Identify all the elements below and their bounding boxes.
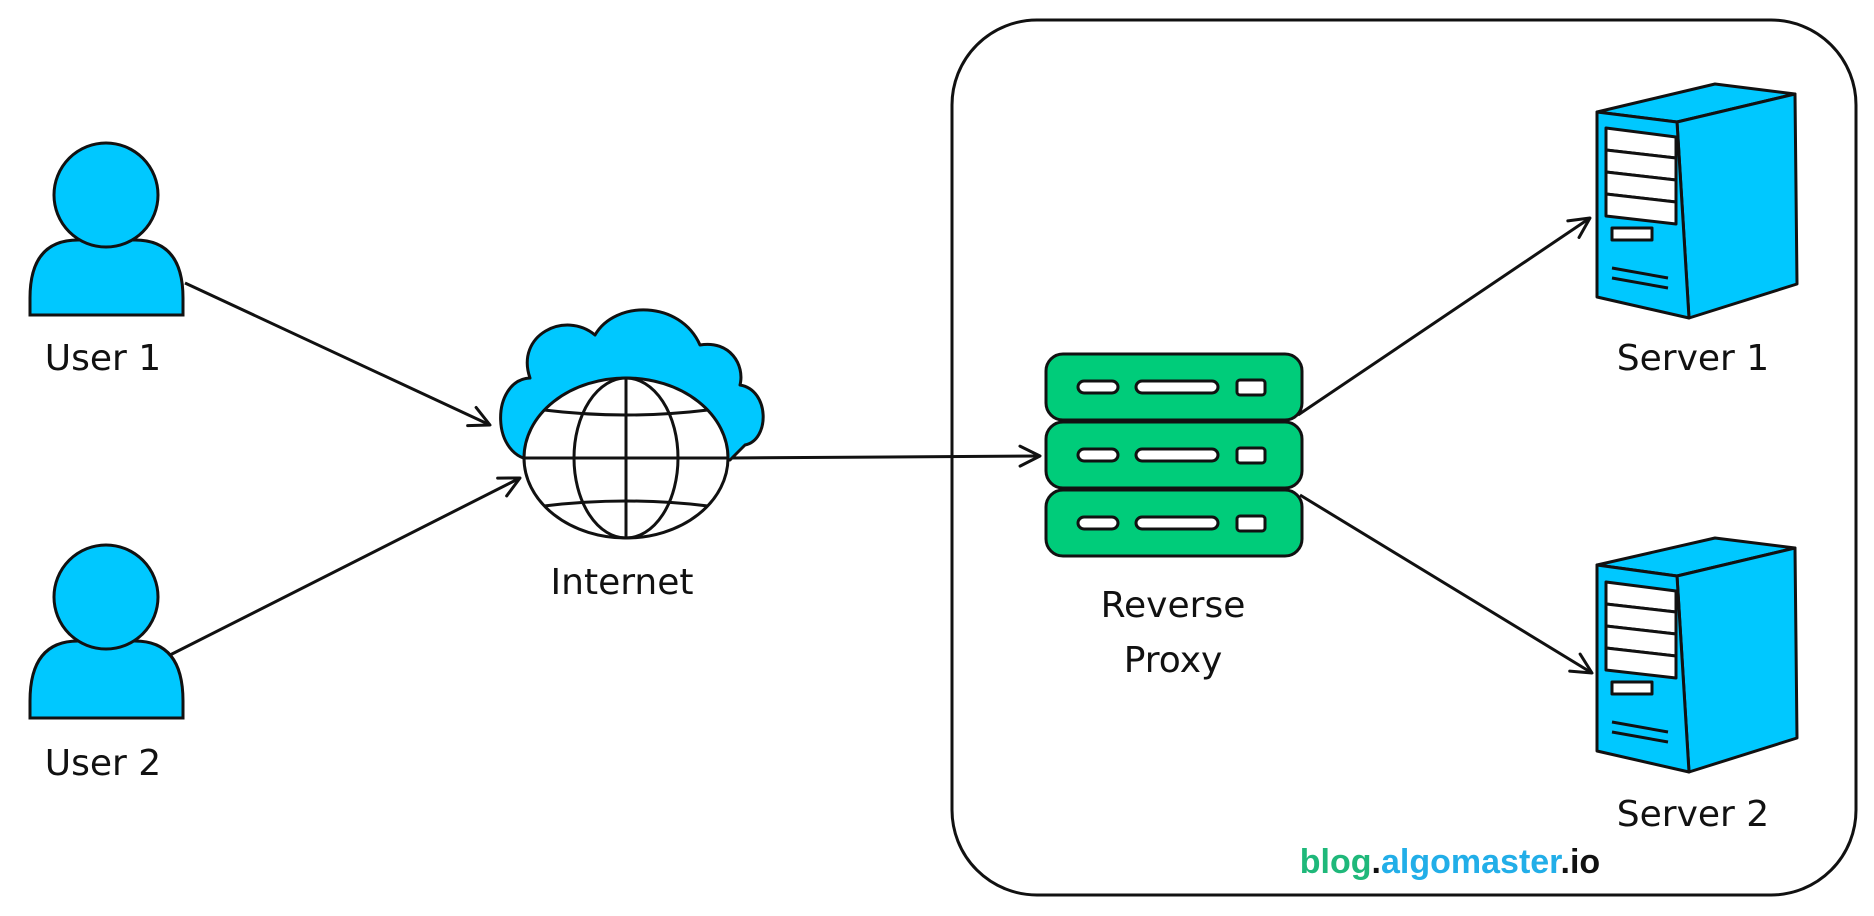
reverse-proxy-label-line2: Proxy: [1124, 640, 1223, 681]
arrow-proxy-to-server2: [1299, 493, 1594, 675]
server-1-label: Server 1: [1617, 338, 1769, 379]
server-2-label: Server 2: [1617, 794, 1769, 835]
server-1: Server 1: [1595, 82, 1799, 379]
watermark-algomaster: algomaster: [1381, 843, 1562, 881]
arrow-user1-to-internet: [184, 281, 492, 428]
user-2: User 2: [28, 543, 185, 784]
server-rack-icon: [1044, 352, 1304, 558]
server-tower-icon: [1595, 82, 1799, 320]
person-icon: [28, 543, 185, 720]
globe-icon: [522, 376, 730, 540]
reverse-proxy-label-line1: Reverse: [1101, 585, 1246, 626]
server-2: Server 2: [1595, 536, 1799, 835]
watermark: blog.algomaster.io: [1300, 843, 1600, 881]
user-1-label: User 1: [45, 338, 161, 379]
connections: [169, 216, 1594, 675]
arrow-proxy-to-server1: [1297, 216, 1592, 417]
server-tower-icon: [1595, 536, 1799, 774]
watermark-blog: blog: [1300, 843, 1372, 881]
user-1: User 1: [28, 141, 185, 379]
watermark-dot-2: .: [1561, 843, 1570, 881]
internet-label: Internet: [551, 562, 694, 603]
watermark-io: io: [1570, 843, 1600, 881]
watermark-dot-1: .: [1372, 843, 1381, 881]
arrow-internet-to-proxy: [729, 444, 1042, 468]
user-2-label: User 2: [45, 743, 161, 784]
internet-node: Internet: [499, 308, 765, 603]
arrow-user2-to-internet: [169, 476, 522, 657]
reverse-proxy-node: Reverse Proxy: [1044, 352, 1304, 681]
person-icon: [28, 141, 185, 317]
